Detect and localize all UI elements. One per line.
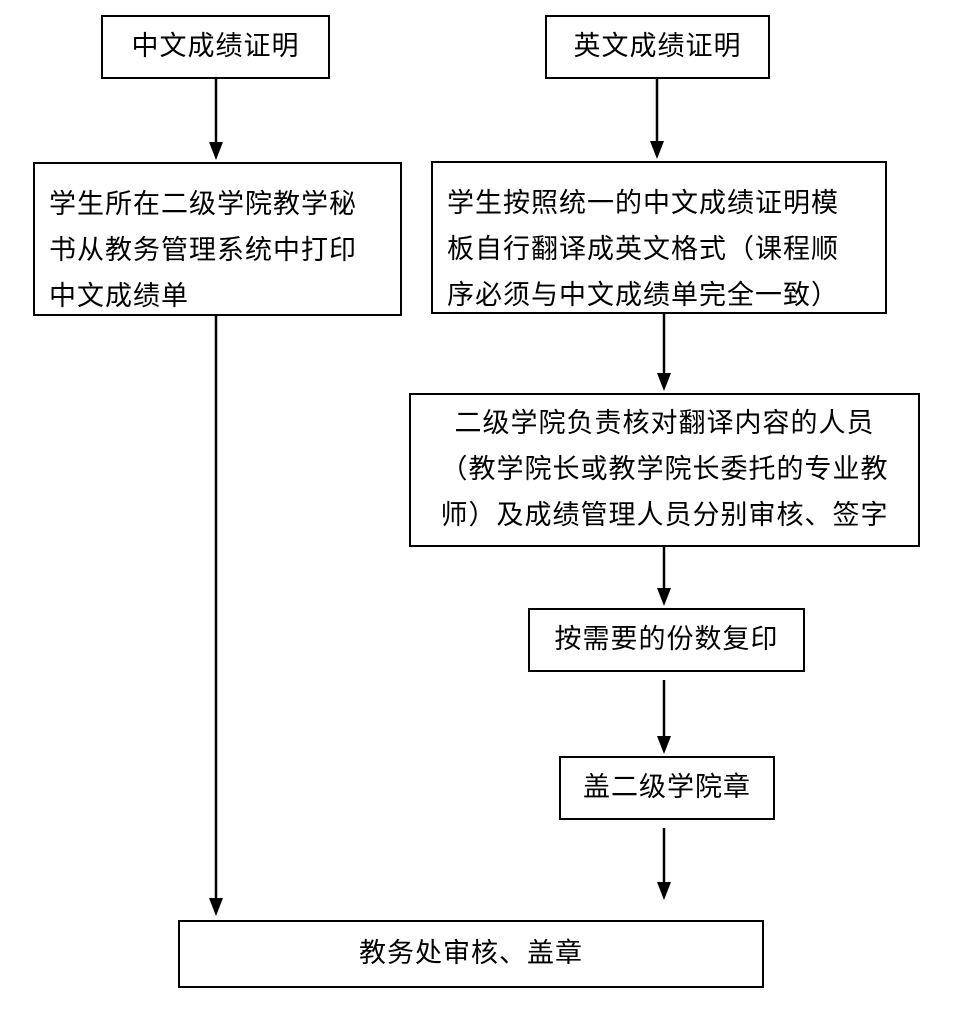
cn-transcript-box: 中文成绩证明 xyxy=(101,15,330,79)
review-line-1: 二级学院负责核对翻译内容的人员 xyxy=(454,408,875,439)
cn-print-line-3: 中文成绩单 xyxy=(49,281,189,312)
copy-step-box: 按需要的份数复印 xyxy=(528,608,805,672)
cn-print-step-box: 学生所在二级学院教学秘 书从教务管理系统中打印 中文成绩单 xyxy=(33,162,402,316)
cn-print-line-1: 学生所在二级学院教学秘 xyxy=(49,189,357,220)
arrow-en-title-to-translate xyxy=(650,79,664,159)
college-stamp-label: 盖二级学院章 xyxy=(583,772,751,803)
en-transcript-label: 英文成绩证明 xyxy=(573,31,742,62)
en-translate-line-2: 板自行翻译成英文格式（课程顺 xyxy=(447,234,839,265)
arrow-copy-to-stamp xyxy=(657,680,671,754)
arrow-print-to-final xyxy=(209,316,223,916)
arrow-stamp-to-final xyxy=(657,828,671,900)
copy-step-label: 按需要的份数复印 xyxy=(554,624,779,655)
arrow-review-to-copy xyxy=(657,547,671,606)
review-step-box: 二级学院负责核对翻译内容的人员 （教学院长或教学院长委托的专业教 师）及成绩管理… xyxy=(409,393,920,547)
college-stamp-step-box: 盖二级学院章 xyxy=(559,756,775,820)
en-transcript-box: 英文成绩证明 xyxy=(545,15,770,79)
en-translate-line-1: 学生按照统一的中文成绩证明模 xyxy=(447,188,839,219)
cn-print-line-2: 书从教务管理系统中打印 xyxy=(49,235,357,266)
en-translate-line-3: 序必须与中文成绩单完全一致） xyxy=(447,280,839,311)
review-line-3: 师）及成绩管理人员分别审核、签字 xyxy=(440,500,889,531)
en-translate-step-box: 学生按照统一的中文成绩证明模 板自行翻译成英文格式（课程顺 序必须与中文成绩单完… xyxy=(431,161,887,314)
arrow-cn-title-to-print xyxy=(209,79,223,160)
final-review-stamp-box: 教务处审核、盖章 xyxy=(178,920,764,988)
arrow-translate-to-review xyxy=(657,314,671,391)
cn-transcript-label: 中文成绩证明 xyxy=(131,31,300,62)
review-line-2: （教学院长或教学院长委托的专业教 xyxy=(440,454,889,485)
final-review-stamp-label: 教务处审核、盖章 xyxy=(359,938,583,969)
